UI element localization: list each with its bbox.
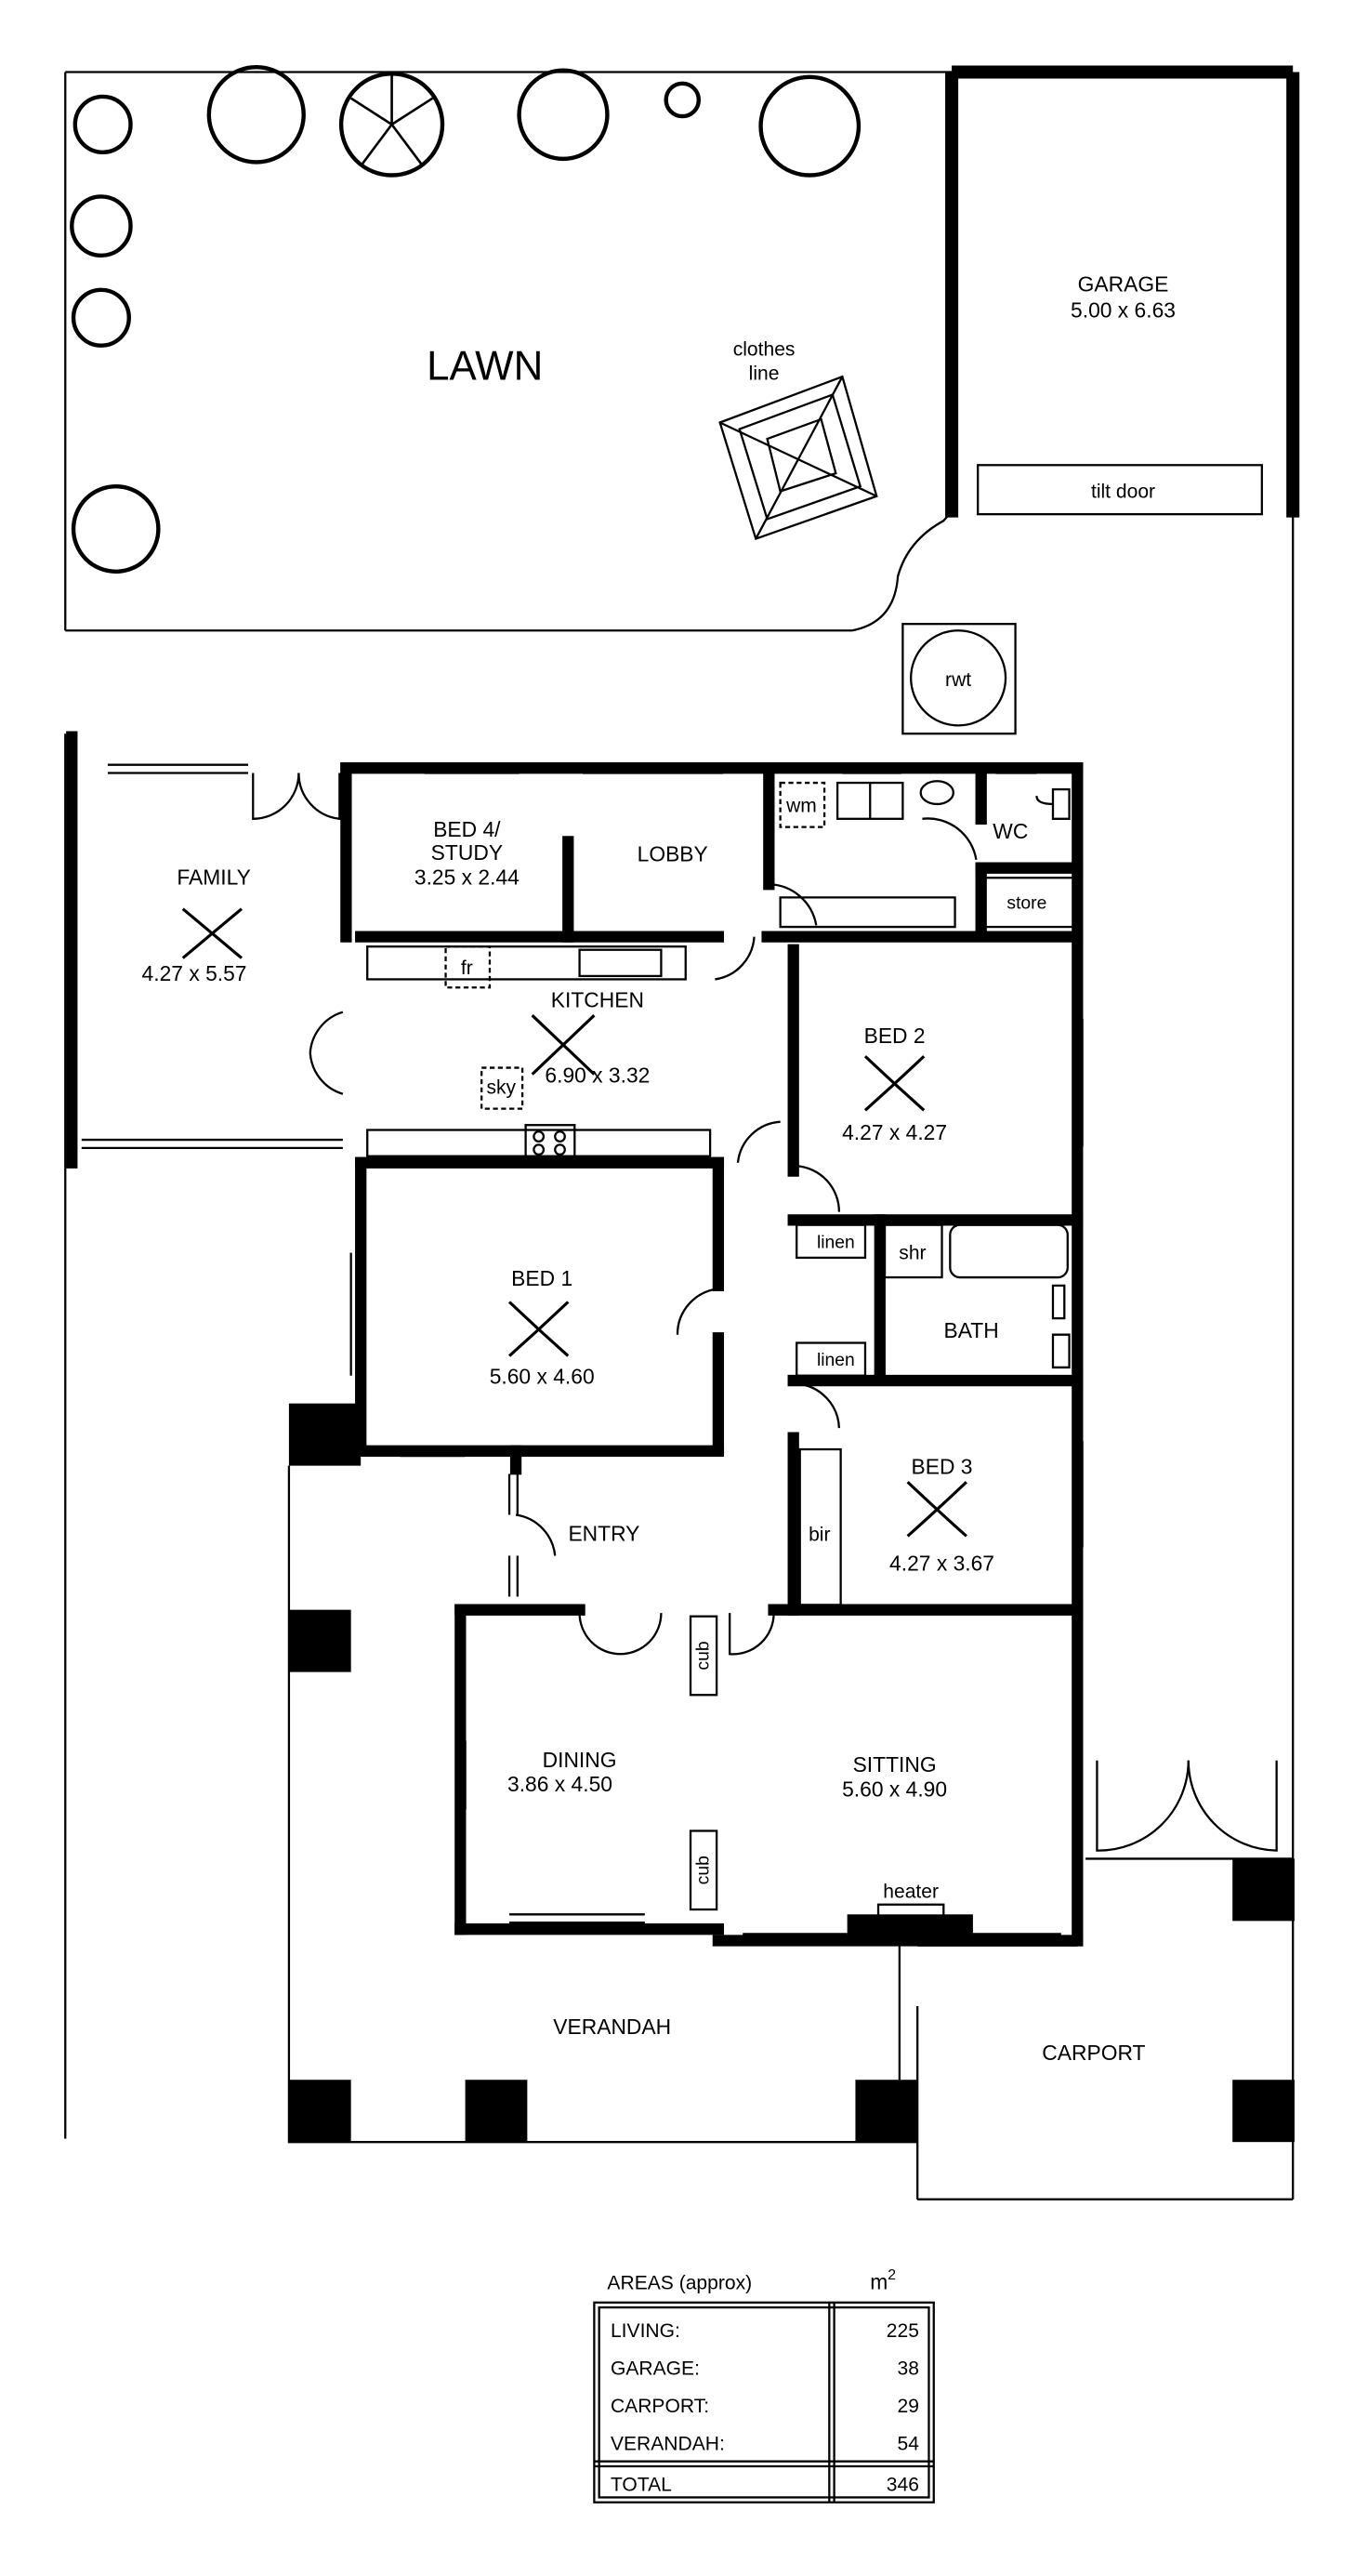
bed3-label: BED 3 [912, 1454, 973, 1478]
areas-row-value: 54 [898, 2433, 920, 2454]
linen-label-1: linen [817, 1232, 855, 1252]
bed1-dims: 5.60 x 4.60 [490, 1365, 595, 1389]
rainwater-tank [901, 623, 1017, 735]
bed4-dims: 3.25 x 2.44 [414, 865, 520, 889]
clothes-line-icon [718, 375, 878, 541]
washing-machine-box [779, 781, 826, 828]
ceiling-fan-icons [181, 907, 967, 1538]
areas-row-label: CARPORT: [611, 2396, 709, 2417]
entry-label: ENTRY [568, 1522, 639, 1546]
robe-box [798, 1447, 842, 1606]
areas-row-value: 225 [887, 2320, 919, 2342]
areas-row-value: 29 [898, 2396, 919, 2417]
fridge-box [444, 945, 492, 989]
tilt-door-label: tilt door [1091, 482, 1155, 503]
areas-title: AREAS (approx) [607, 2273, 752, 2294]
stove-icon [524, 1124, 576, 1163]
bath-toilet-icon [1051, 1333, 1071, 1369]
cupboard-label-2: cub [692, 1856, 713, 1884]
bathtub-icon [949, 1223, 1069, 1279]
bed4-label-1: BED 4/ [433, 817, 501, 841]
kitchen-bench-top [366, 945, 687, 981]
garage-label: GARAGE [1078, 272, 1169, 297]
sitting-label: SITTING [853, 1752, 937, 1777]
skylight-box [480, 1066, 524, 1110]
clothes-line-label-1: clothes [733, 338, 796, 360]
bed2-label: BED 2 [864, 1024, 926, 1048]
tree-icons [70, 65, 862, 575]
wm-label: wm [785, 796, 817, 817]
areas-row-value: 38 [898, 2358, 919, 2379]
areas-row-label: LIVING: [611, 2320, 680, 2342]
store-cupboard [980, 877, 1075, 929]
cupboard-1 [689, 1615, 718, 1697]
windows [81, 763, 1084, 1944]
bed2-dims: 4.27 x 4.27 [842, 1120, 947, 1144]
areas-total-label: TOTAL [611, 2474, 672, 2495]
kitchen-bench-bottom [366, 1129, 712, 1157]
dining-label: DINING [543, 1748, 617, 1772]
bed4-label-2: STUDY [431, 840, 503, 865]
linen-cupboard-1 [796, 1223, 867, 1260]
laundry-bench [779, 896, 956, 929]
lawn-label: LAWN [427, 344, 543, 390]
linen-cupboard-2 [796, 1341, 867, 1377]
bed1-label: BED 1 [511, 1266, 572, 1290]
family-label: FAMILY [177, 865, 250, 889]
fixtures [366, 780, 1075, 1919]
store-label: store [1006, 893, 1046, 914]
heater-label: heater [883, 1882, 939, 1903]
family-dims: 4.27 x 5.57 [142, 961, 247, 985]
garage-dims: 5.00 x 6.63 [1071, 298, 1176, 323]
bed3-dims: 4.27 x 3.67 [889, 1551, 994, 1575]
verandah-posts [288, 1403, 1295, 2143]
kitchen-label: KITCHEN [551, 987, 644, 1011]
sky-label: sky [486, 1077, 516, 1099]
boundary-line [64, 71, 1295, 2200]
fr-label: fr [461, 958, 473, 979]
kitchen-dims: 6.90 x 3.32 [545, 1063, 650, 1087]
sitting-dims: 5.60 x 4.90 [842, 1777, 947, 1801]
bir-label: bir [809, 1525, 830, 1546]
verandah-label: VERANDAH [553, 2015, 671, 2039]
labels: LAWN clothes line GARAGE 5.00 x 6.63 til… [142, 272, 1176, 2066]
shower-label: shr [899, 1243, 926, 1264]
basin-icon [919, 780, 954, 806]
areas-unit-base: m [870, 2270, 888, 2294]
cooktop-icon [578, 948, 663, 978]
cupboard-label-1: cub [692, 1641, 713, 1670]
areas-row-label: GARAGE: [611, 2358, 700, 2379]
verandah-outline [287, 1465, 1078, 2144]
areas-unit: m2 [870, 2267, 896, 2294]
bath-label: BATH [944, 1318, 999, 1342]
carport-label: CARPORT [1042, 2041, 1145, 2065]
areas-total-value: 346 [887, 2474, 919, 2495]
areas-unit-sup: 2 [888, 2267, 896, 2283]
shower-box [883, 1223, 943, 1279]
rwt-label: rwt [945, 669, 971, 691]
dining-dims: 3.86 x 4.50 [507, 1772, 612, 1796]
cupboard-2 [689, 1830, 718, 1911]
areas-row-label: VERANDAH: [611, 2433, 725, 2454]
linen-label-2: linen [817, 1350, 855, 1370]
tilt-door [977, 464, 1263, 516]
bath-basin-icon [1051, 1284, 1066, 1320]
clothes-line-label-2: line [749, 363, 780, 385]
garage [945, 65, 1300, 518]
wc-label: WC [993, 819, 1028, 843]
toilet-icon [1035, 787, 1071, 820]
lobby-label: LOBBY [638, 842, 708, 866]
